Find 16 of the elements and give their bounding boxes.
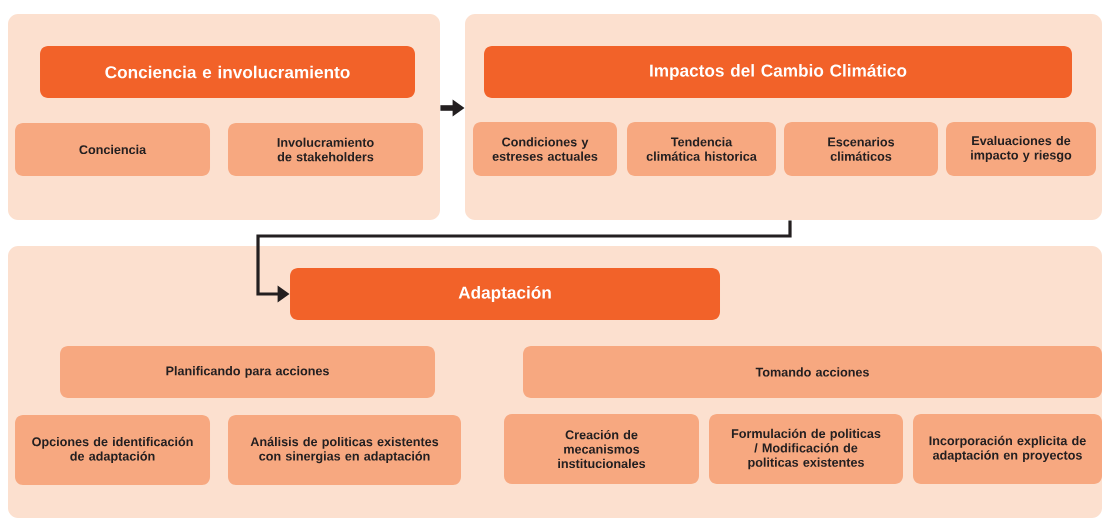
- process-box: Condiciones y estreses actuales: [473, 122, 617, 176]
- process-box: Conciencia: [15, 123, 210, 176]
- process-box: Escenarios climáticos: [784, 122, 938, 176]
- process-box: Creación de mecanismos institucionales: [504, 414, 699, 484]
- process-box: Involucramiento de stakeholders: [228, 123, 423, 176]
- header-box: Adaptación: [290, 268, 720, 320]
- process-box: Opciones de identificación de adaptación: [15, 415, 210, 485]
- header-box: Impactos del Cambio Climático: [484, 46, 1072, 98]
- process-box: Planificando para acciones: [60, 346, 435, 398]
- process-box: Tendencia climática historica: [627, 122, 776, 176]
- process-box: Incorporación explicita de adaptación en proyectos: [913, 414, 1102, 484]
- header-box: Conciencia e involucramiento: [40, 46, 415, 98]
- process-box: Formulación de politicas / Modificación de politicas existentes: [709, 414, 903, 484]
- process-box: Evaluaciones de impacto y riesgo: [946, 122, 1096, 176]
- process-box: Análisis de politicas existentes con sinergias en adaptación: [228, 415, 461, 485]
- process-box: Tomando acciones: [523, 346, 1102, 398]
